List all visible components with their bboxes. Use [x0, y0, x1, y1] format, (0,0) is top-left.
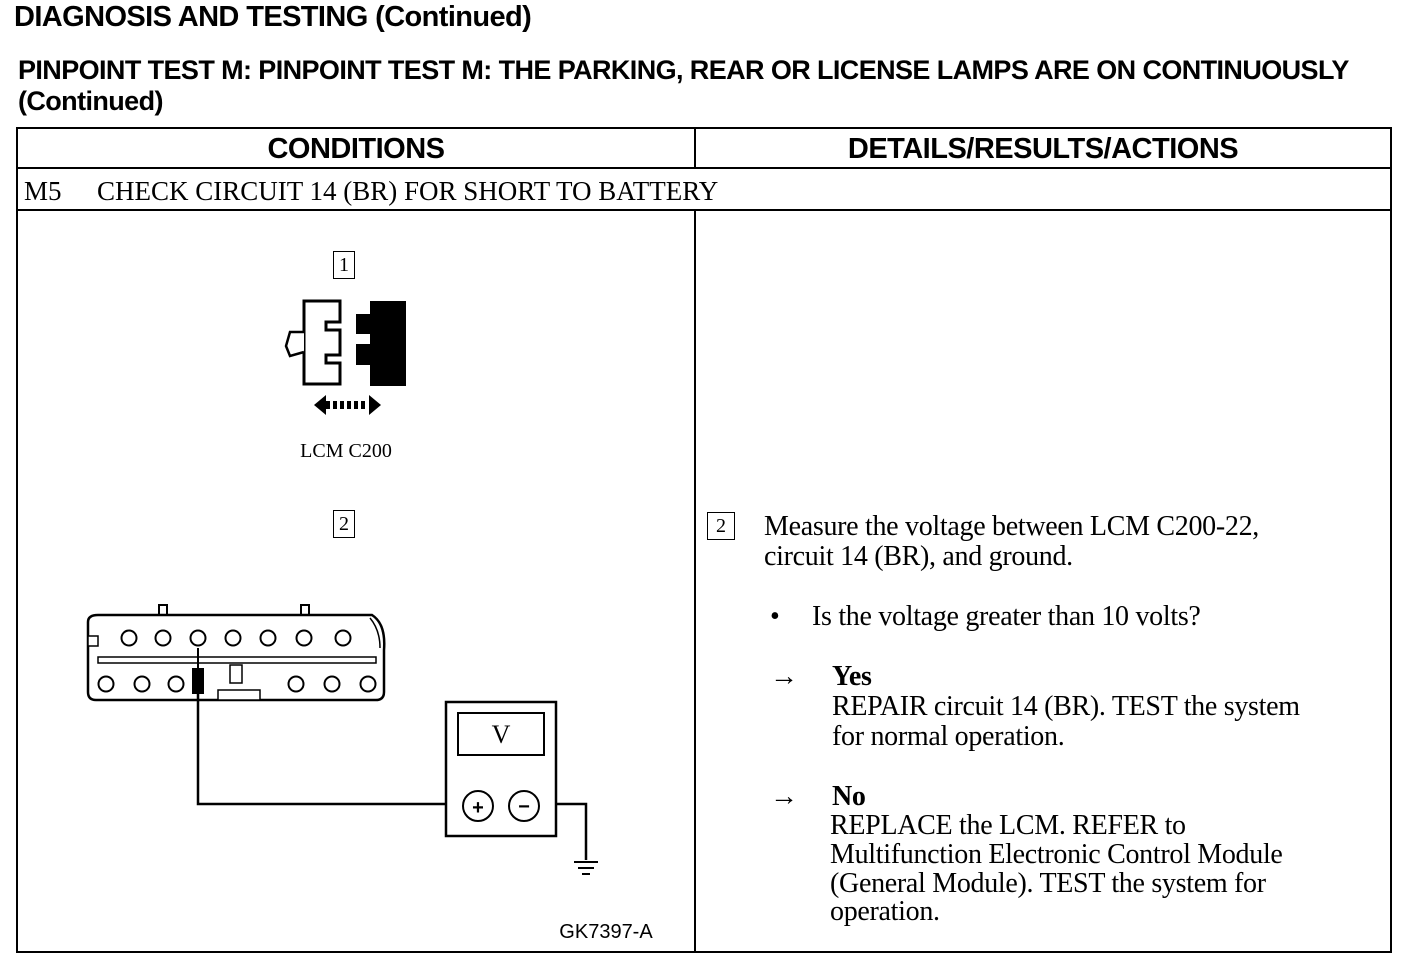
header-divider	[18, 167, 1390, 169]
voltmeter-display-label: V	[492, 720, 511, 749]
meter-positive-terminal: +	[472, 797, 484, 819]
connector-disconnect-illustration	[284, 299, 406, 386]
no-action-line-4: operation.	[830, 896, 940, 927]
step-id: M5	[24, 176, 62, 206]
yes-action-line-2: for normal operation.	[832, 721, 1065, 752]
step-title: CHECK CIRCUIT 14 (BR) FOR SHORT TO BATTE…	[97, 176, 719, 206]
pinpoint-test-table: CONDITIONS DETAILS/RESULTS/ACTIONS M5 CHE…	[16, 127, 1392, 953]
no-action-line-2: Multifunction Electronic Control Module	[830, 839, 1283, 870]
double-arrow-icon	[314, 395, 381, 415]
body-column-divider	[694, 209, 696, 951]
bullet-icon: •	[770, 601, 780, 632]
yes-action-line-1: REPAIR circuit 14 (BR). TEST the system	[832, 691, 1300, 722]
header-column-divider	[694, 129, 696, 168]
voltmeter	[444, 700, 558, 838]
details-step-number-box: 2	[707, 512, 735, 540]
page-title: DIAGNOSIS AND TESTING (Continued)	[14, 1, 532, 33]
connector-label: LCM C200	[300, 440, 392, 462]
no-arrow-icon: →	[770, 781, 798, 812]
figure-id: GK7397-A	[559, 921, 653, 943]
yes-label: Yes	[832, 661, 872, 692]
pinpoint-test-title: PINPOINT TEST M: PINPOINT TEST M: THE PA…	[18, 55, 1349, 116]
instruction-line-2: circuit 14 (BR), and ground.	[764, 541, 1073, 572]
lcm-c200-connector-face	[86, 604, 386, 702]
step-row-divider	[18, 209, 1390, 211]
ground-icon	[574, 861, 598, 875]
yes-arrow-icon: →	[770, 661, 798, 692]
no-label: No	[832, 781, 866, 812]
question-text: Is the voltage greater than 10 volts?	[812, 601, 1201, 632]
details-header: DETAILS/RESULTS/ACTIONS	[847, 133, 1239, 165]
instruction-line-1: Measure the voltage between LCM C200-22,	[764, 511, 1259, 542]
no-action-line-1: REPLACE the LCM. REFER to	[830, 810, 1186, 841]
step-2-number-box: 2	[333, 510, 355, 538]
meter-negative-terminal: −	[518, 796, 530, 818]
step-1-number-box: 1	[333, 251, 355, 279]
conditions-header: CONDITIONS	[267, 133, 445, 165]
no-action-line-3: (General Module). TEST the system for	[830, 868, 1266, 899]
step-row: M5 CHECK CIRCUIT 14 (BR) FOR SHORT TO BAT…	[24, 171, 718, 211]
